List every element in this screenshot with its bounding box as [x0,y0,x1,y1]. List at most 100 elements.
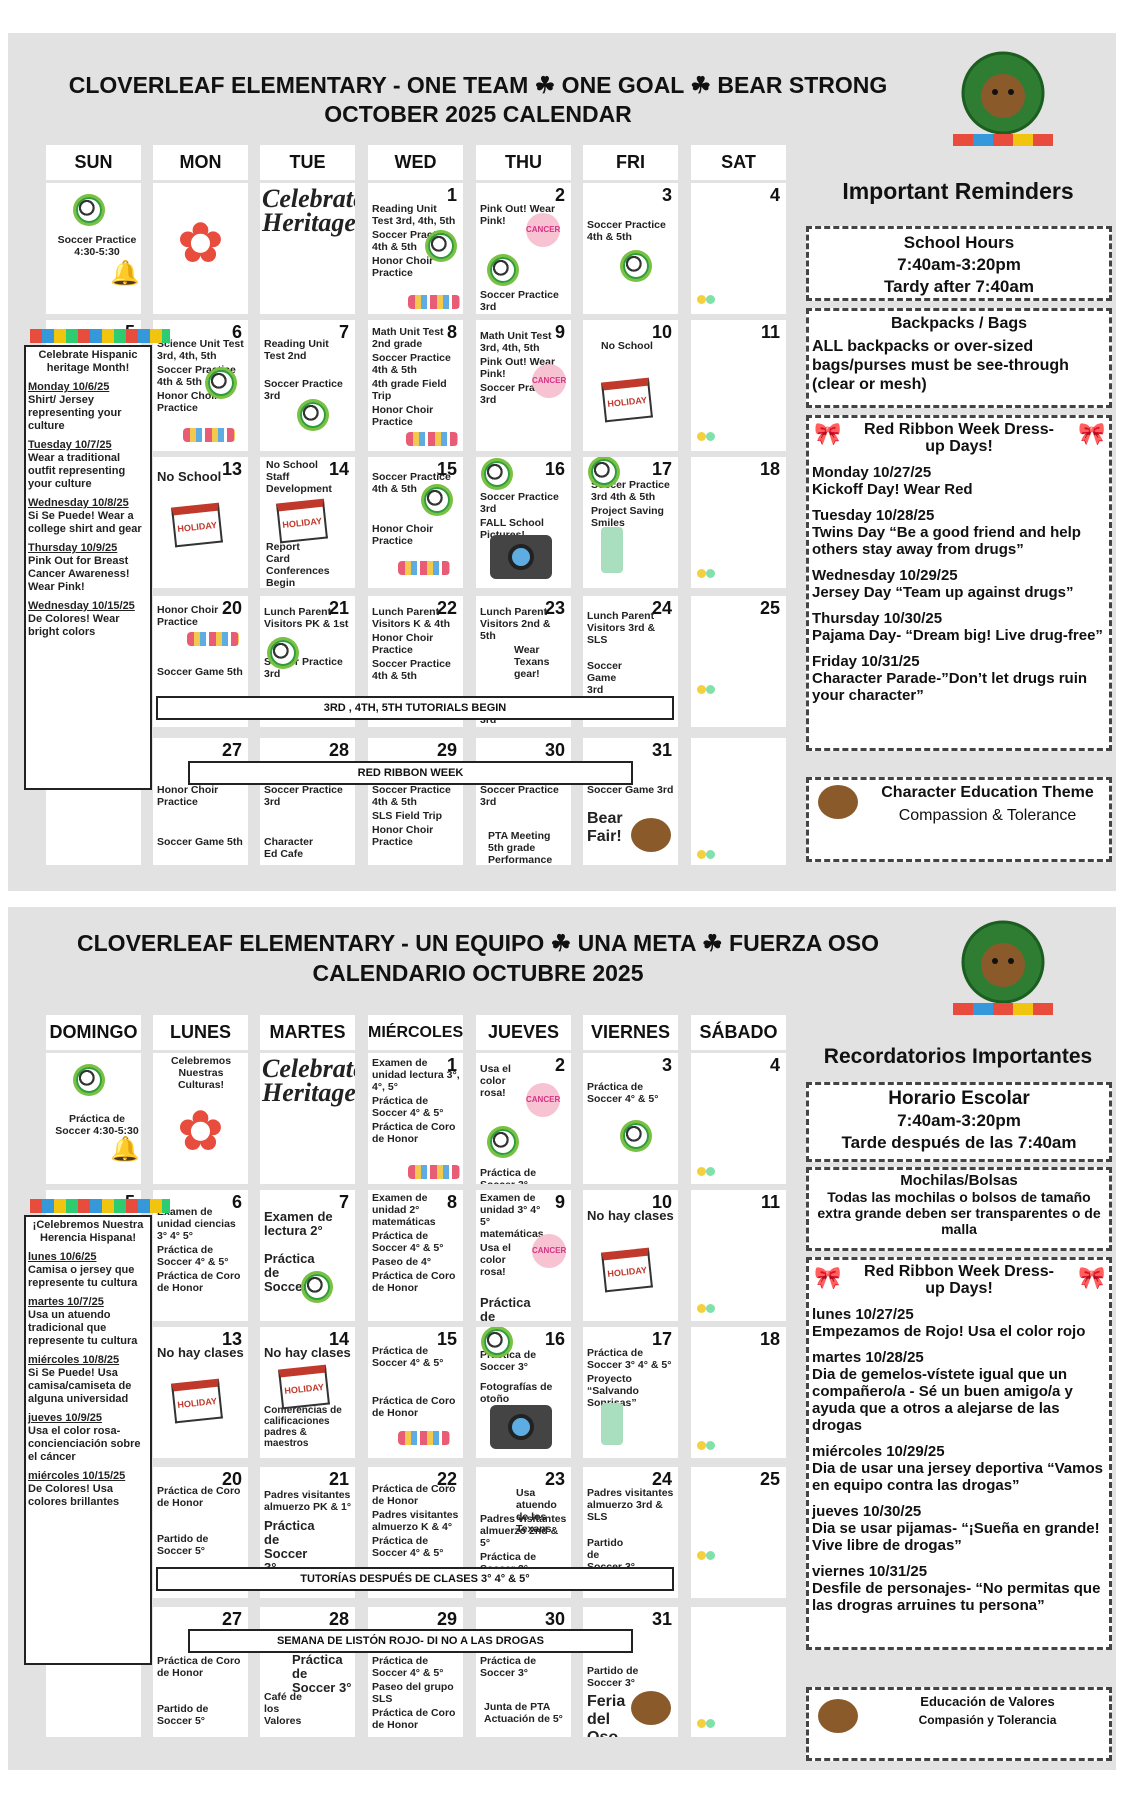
day-number: 14 [328,1329,349,1349]
choir-kids-icon [408,295,460,309]
day-number: 15 [436,1329,457,1349]
choir-kids-icon [406,432,458,446]
calendar-day-15[interactable]: 15 Práctica de Soccer 4° & 5°Práctica de… [368,1327,463,1458]
calendar-day-31[interactable]: 31 Partido de Soccer 3°Feria del Oso [583,1607,678,1737]
day-number: 24 [651,598,672,618]
smiley-icon [697,846,715,859]
calendar-day-10[interactable]: 10 No hay clases HOLIDAY [583,1190,678,1321]
calendar-day-18[interactable]: 18 [691,1327,786,1458]
day-events: Examen de unidad ciencias 3° 4° 5°Prácti… [157,1206,241,1294]
calendar-day-25[interactable]: 25 [691,1467,786,1598]
day-number: 3 [661,1055,672,1075]
calendar-day-2[interactable]: 2 Pink Out! Wear Pink!Soccer Practice 3r… [476,183,571,314]
red-ribbon-days-box: Red Ribbon Week Dress-up Days! lunes 10/… [806,1257,1112,1650]
soccer-ball-icon [304,1274,330,1300]
soccer-ball-icon [300,402,326,428]
smiley-icon [697,565,715,578]
calendar-day-29[interactable]: 29 Práctica de Soccer 4° & 5°Paseo del g… [368,1607,463,1737]
day-number: 15 [436,459,457,479]
calendar-day-13[interactable]: 13 No hay clases HOLIDAY [153,1327,248,1458]
soccer-ball-icon [484,461,510,487]
day-events: No hay clases [587,1208,674,1223]
smiley-icon [697,1163,715,1176]
day-events: Padres visitantes almuerzo PK & 1°Prácti… [264,1489,352,1575]
smiley-icon [697,1437,715,1450]
calendar-day-4[interactable]: 4 [691,183,786,314]
bear-icon [631,818,671,852]
calendar-title: CLOVERLEAF ELEMENTARY - ONE TEAM ☘ ONE G… [68,72,888,98]
red-ribbon-banner: SEMANA DE LISTÓN ROJO- DI NO A LAS DROGA… [188,1629,633,1653]
calendar-day-3[interactable]: 3 Práctica de Soccer 4° & 5° [583,1053,678,1184]
day-events: Partido de Soccer 3°Feria del Oso [587,1665,639,1737]
day-number: 1 [446,185,457,205]
ribbon-bow-icon: 🎀 [1078,1265,1106,1290]
day-number: 27 [221,740,242,760]
day-number: 8 [446,1192,457,1212]
bell-icon: 🔔 [110,1136,140,1163]
day-events: Examen de lectura 2°Práctica de Soccer 3… [264,1209,333,1294]
soccer-ball-icon [591,459,617,485]
holiday-calendar-icon: HOLIDAY [171,502,223,548]
day-number: 9 [554,322,565,342]
calendar-day-10[interactable]: 10 No School HOLIDAY [583,320,678,451]
calendar-day-11[interactable]: 11 [691,320,786,451]
calendar-day-1[interactable]: 1 Examen de unidad lectura 3°, 4°, 5°Prá… [368,1053,463,1184]
day-number: 6 [231,1192,242,1212]
toothpaste-icon [601,1403,623,1445]
calendar-day-18[interactable]: 18 [691,457,786,588]
day-number: 28 [328,1609,349,1629]
calendar-day-7[interactable]: 7 Examen de lectura 2°Práctica de Soccer… [260,1190,355,1321]
calendar-day-11[interactable]: 11 [691,1190,786,1321]
heritage-month-box: Celebrate Hispanic heritage Month! Monda… [24,345,152,790]
day-events: Práctica de Soccer 3° 4° & 5°Proyecto “S… [587,1347,672,1409]
holiday-calendar-icon: HOLIDAY [276,498,328,544]
day-events: Práctica de Soccer 4° & 5°Paseo del grup… [372,1655,456,1731]
day-events: Celebremos Nuestras Culturas! [170,1055,232,1091]
calendar-day-2[interactable]: 2 Usa el color rosa!Práctica de Soccer 3… [476,1053,571,1184]
bear-icon [818,785,858,819]
calendar-day-17[interactable]: 17 Práctica de Soccer 3° 4° & 5°Proyecto… [583,1327,678,1458]
calendar-day-4[interactable]: 4 [691,1053,786,1184]
calendar-day-28[interactable]: 28 Práctica de Soccer 3° Café de los Val… [260,1607,355,1737]
calendar-day-3[interactable]: 3 Soccer Practice 4th & 5th [583,183,678,314]
day-number: 11 [760,322,780,342]
day-number: 29 [436,740,457,760]
day-number: 10 [651,1192,672,1212]
day-number: 17 [651,459,672,479]
calendar-day-30[interactable]: 30 Práctica de Soccer 3°Junta de PTA Act… [476,1607,571,1737]
flower-icon: ✿ [177,211,224,274]
day-events: Padres visitantes almuerzo 2nd & 5°Práct… [480,1513,567,1575]
calendar-day-13[interactable]: 13 No School HOLIDAY [153,457,248,588]
smiley-icon [697,1547,715,1560]
calendar-day-25[interactable]: 25 [691,596,786,727]
calendar-day-16[interactable]: 16 Práctica de Soccer 3°Fotografías de o… [476,1327,571,1458]
